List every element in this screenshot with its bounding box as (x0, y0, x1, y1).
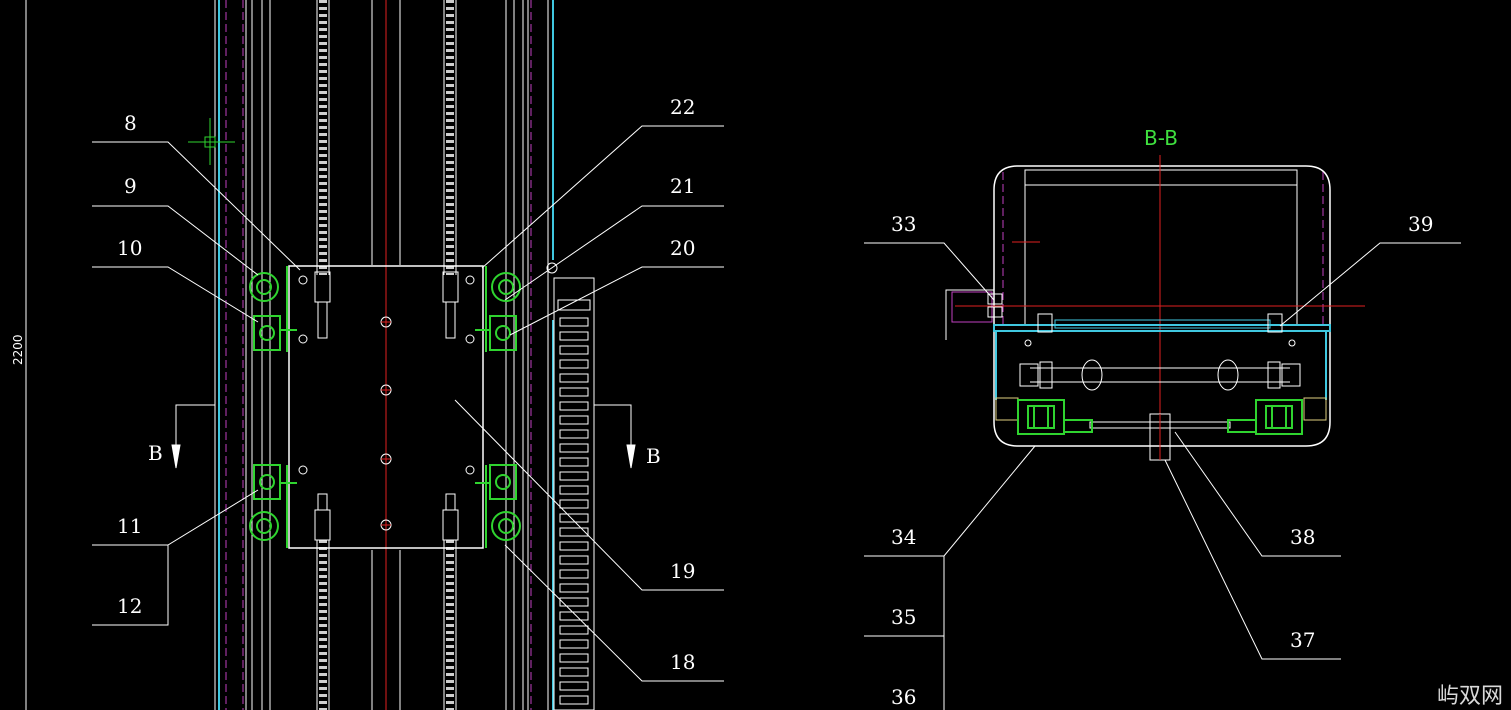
rack-tooth (559, 457, 589, 467)
callout-10: 10 (117, 236, 142, 260)
drive-shaft (1019, 339, 1301, 391)
end-cap-left (995, 397, 1019, 421)
rack-tooth (559, 611, 589, 621)
callout-18: 18 (670, 650, 695, 674)
section-title: B-B (1144, 126, 1178, 150)
rack-tooth (559, 681, 589, 691)
rack-tooth (559, 667, 589, 677)
side-bracket (945, 289, 1003, 340)
rack-tooth (559, 471, 589, 481)
panel-clamps (1037, 313, 1283, 333)
callout-35: 35 (891, 605, 916, 629)
rack-tooth (559, 443, 589, 453)
section-marker-right (594, 404, 636, 469)
dimension-text: 2200 (11, 334, 25, 365)
callout-34: 34 (891, 525, 916, 549)
rack-tooth (559, 597, 589, 607)
rack-tooth (559, 387, 589, 397)
callout-8: 8 (124, 111, 137, 135)
section-marker-left-label: B (148, 441, 163, 465)
glass-strip (1054, 319, 1271, 329)
callout-37: 37 (1290, 628, 1315, 652)
rack-tooth (559, 569, 589, 579)
crosshair-marker (188, 118, 235, 165)
callout-12: 12 (117, 594, 142, 618)
elevation-view: 2200 (11, 0, 724, 710)
bracket-bolt (546, 262, 558, 274)
rack-tooth (559, 359, 589, 369)
bottom-rail (1089, 413, 1231, 461)
callout-20: 20 (670, 236, 695, 260)
callout-38: 38 (1290, 525, 1315, 549)
callout-33: 33 (891, 212, 916, 236)
roller-assembly-top-right (475, 266, 521, 352)
drive-chain-left (316, 0, 330, 710)
section-marker-left (171, 404, 215, 469)
callout-19: 19 (670, 559, 695, 583)
callout-22: 22 (670, 95, 695, 119)
housing-outline (993, 165, 1331, 447)
rack-tooth (559, 415, 589, 425)
end-cap-right (1303, 397, 1327, 421)
callout-21: 21 (670, 174, 695, 198)
housing-inner (1024, 169, 1298, 186)
rack-tooth (559, 499, 589, 509)
rack-tooth (559, 639, 589, 649)
leader-lines-elevation (92, 125, 724, 682)
roller-assembly-top-left (249, 266, 297, 352)
frame-rails (214, 0, 549, 710)
fastener-centermarks (381, 321, 391, 526)
callout-36: 36 (891, 685, 916, 709)
carriage-plate (288, 265, 484, 549)
rack-tooth (559, 317, 589, 327)
rack-tooth (559, 653, 589, 663)
leader-lines-section (864, 242, 1461, 710)
glass-panel (993, 324, 1331, 332)
rack-tooth (559, 527, 589, 537)
section-roller-left (1017, 399, 1093, 435)
drive-chain-right (443, 0, 457, 710)
rack-tooth (559, 345, 589, 355)
rack-tooth (559, 541, 589, 551)
rack-tooth (559, 373, 589, 383)
roller-assembly-bottom-right (475, 464, 521, 548)
section-marker-right-label: B (646, 444, 661, 468)
callout-11: 11 (117, 514, 142, 538)
rack-tooth (559, 429, 589, 439)
gear-rack (553, 277, 595, 710)
tensioner-bolts (314, 271, 459, 541)
callout-9: 9 (124, 174, 137, 198)
rack-tooth (559, 485, 589, 495)
rack-tooth (559, 513, 589, 523)
watermark: 屿双网 (1437, 684, 1503, 709)
section-roller-right (1227, 399, 1303, 435)
roller-assembly-bottom-left (249, 464, 297, 548)
rack-tooth (559, 625, 589, 635)
rack-tooth (559, 401, 589, 411)
section-view-b-b: B-B (864, 126, 1461, 710)
rack-tooth (559, 583, 589, 593)
callout-39: 39 (1408, 212, 1433, 236)
rack-tooth (559, 555, 589, 565)
rack-teeth (559, 317, 589, 705)
rack-tooth (559, 331, 589, 341)
rack-tooth (559, 695, 589, 705)
